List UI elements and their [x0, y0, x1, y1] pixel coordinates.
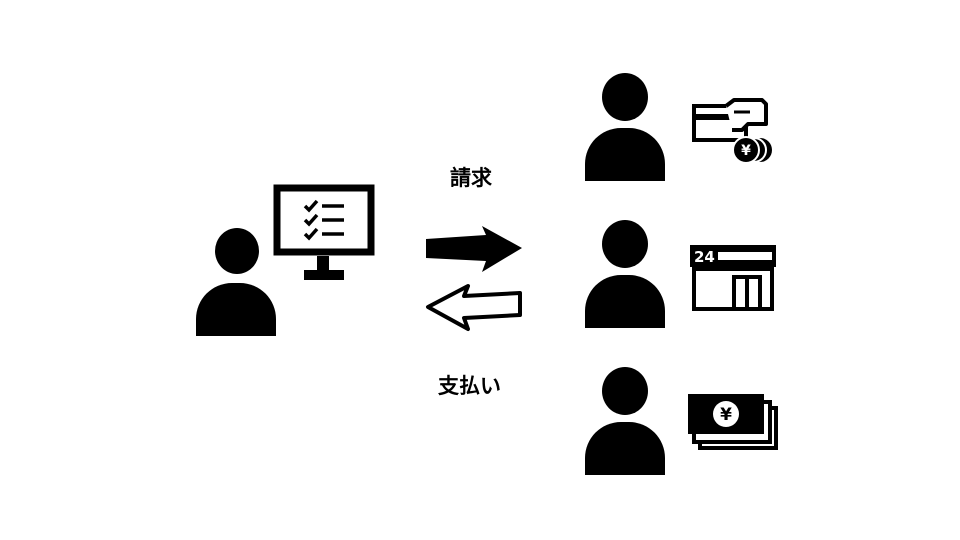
request-label: 請求 [450, 166, 492, 190]
coin-yen-symbol: ¥ [741, 143, 751, 159]
payer-person-store-icon [585, 220, 665, 328]
payer-person-card-icon [585, 73, 665, 181]
payment-label: 支払い [438, 374, 501, 398]
card-and-coins-icon: ¥ [692, 98, 772, 164]
cash-yen-symbol: ¥ [720, 405, 732, 425]
biller-person-icon [196, 228, 276, 336]
payer-person-cash-icon [585, 367, 665, 475]
store-sign-text: 24 [694, 248, 715, 266]
cash-icon: ¥ [688, 394, 778, 450]
request-arrow-icon [426, 226, 522, 272]
convenience-store-icon: 24 [690, 245, 776, 311]
monitor-checklist-icon [273, 184, 375, 280]
payment-arrow-icon [426, 284, 522, 331]
